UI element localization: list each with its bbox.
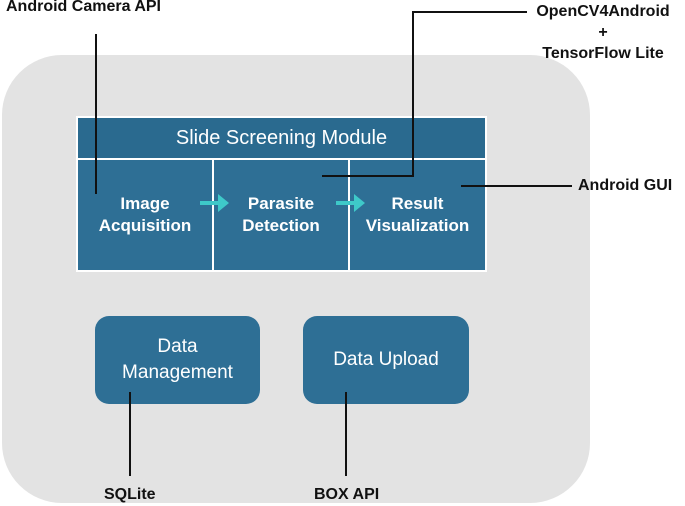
- opencv-tensorflow-label: OpenCV4Android + TensorFlow Lite: [536, 3, 670, 62]
- step-image-acquisition: Image Acquisition: [78, 160, 212, 270]
- step-divider: [348, 160, 350, 270]
- module-title: Slide Screening Module: [78, 118, 485, 160]
- data-upload-box: Data Upload: [303, 316, 469, 404]
- step-parasite-detection: Parasite Detection: [214, 160, 348, 270]
- android-gui-label: Android GUI: [578, 177, 673, 194]
- step-label: Result Visualization: [365, 193, 470, 235]
- box-api-label: BOX API: [314, 486, 380, 503]
- data-management-box: Data Management: [95, 316, 260, 404]
- data-upload-label: Data Upload: [333, 349, 439, 371]
- flow-arrow-icon: [200, 194, 229, 212]
- camera-api-label: Android Camera API: [6, 0, 161, 15]
- opencv-line: [322, 11, 527, 177]
- step-result-visualization: Result Visualization: [350, 160, 485, 270]
- sqlite-label: SQLite: [104, 486, 156, 503]
- step-label: Image Acquisition: [98, 193, 192, 235]
- flow-arrow-icon: [336, 194, 365, 212]
- step-label: Parasite Detection: [242, 193, 320, 235]
- slide-screening-module: Slide Screening Module Image Acquisition…: [76, 116, 487, 272]
- data-management-label: Data Management: [122, 336, 233, 383]
- step-divider: [212, 160, 214, 270]
